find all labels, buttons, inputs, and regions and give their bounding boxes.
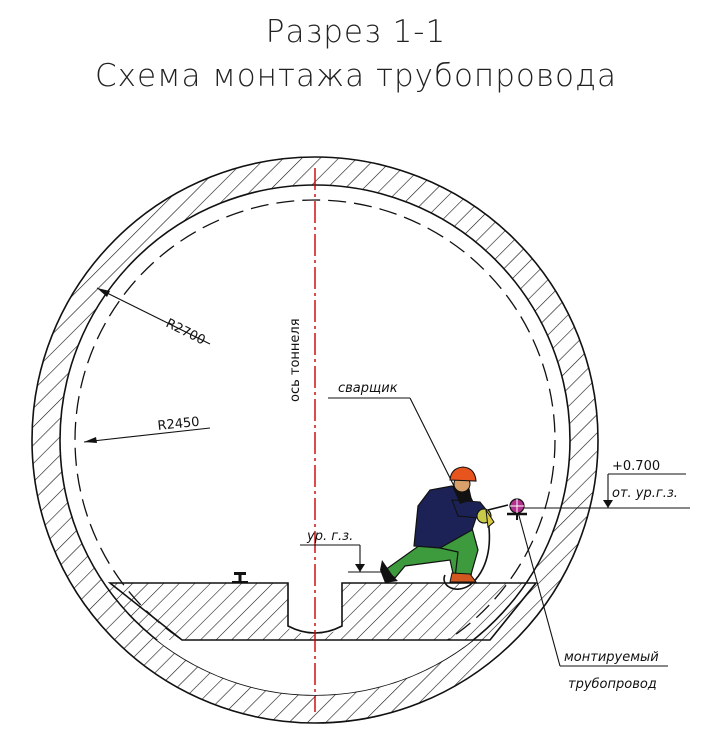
pipe-support: [507, 512, 527, 520]
pipeline-label-line1: монтируемый: [564, 650, 659, 665]
inner-radius-label: R2450: [157, 415, 200, 434]
elevation-callout: [520, 473, 690, 509]
rail-icon: [232, 572, 248, 584]
pipeline-label-line2: трубопровод: [568, 677, 657, 692]
inner-radius-dimension: [83, 427, 211, 443]
track-bed-outline: [107, 582, 538, 641]
welder-figure: [380, 466, 509, 590]
elevation-value: +0.700: [612, 459, 660, 474]
welder-label: сварщик: [338, 381, 398, 396]
outer-radius-dimension: [96, 287, 211, 345]
rail-level-callout: [300, 544, 386, 573]
pipe-icon: [509, 498, 525, 514]
drawing-title: Разрез 1-1: [265, 14, 447, 50]
tunnel-axis-label: ось тоннеля: [288, 318, 303, 402]
rail-level-label: ур. г.з.: [306, 529, 353, 544]
drawing-subtitle: Схема монтажа трубопровода: [95, 58, 617, 94]
welder-callout: [328, 397, 456, 489]
elevation-reference: от. ур.г.з.: [612, 486, 678, 501]
pipeline-callout: [517, 511, 668, 667]
